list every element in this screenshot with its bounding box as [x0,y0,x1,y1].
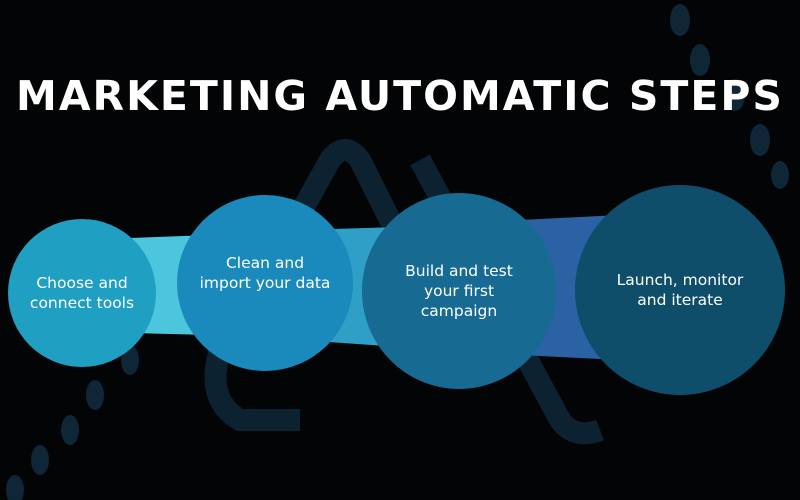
step-4: Launch, monitor and iterate [575,185,785,395]
step-1: Choose and connect tools [8,219,156,367]
step-label: Choose and connect tools [29,274,135,312]
page-title: MARKETING AUTOMATIC STEPS [16,72,784,120]
footprints-icon [6,345,139,500]
step-label: Clean and import your data [199,254,331,292]
step-3: Build and test your first campaign [362,193,556,389]
background-triangle-logo [204,139,605,445]
step-label: Build and test your first campaign [405,262,513,320]
footprints-icon [670,4,789,189]
step-2: Clean and import your data [177,195,353,371]
step-label: Launch, monitor and iterate [616,271,744,309]
